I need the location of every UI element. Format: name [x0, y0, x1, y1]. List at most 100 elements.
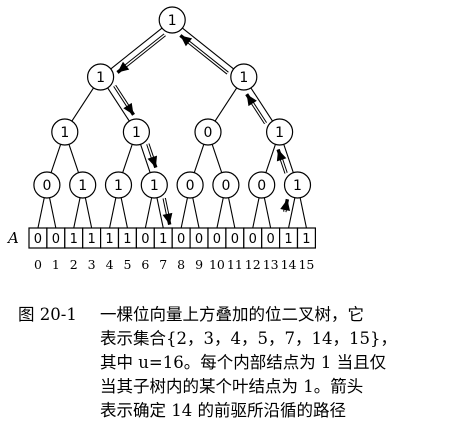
tree-edge: [211, 144, 223, 173]
tree-node-circle: [283, 171, 312, 199]
tree-node: 0: [248, 171, 276, 199]
path-arrow: [245, 93, 267, 125]
tree-node-bit: 0: [221, 178, 230, 194]
array-bit: 0: [213, 232, 221, 247]
caption-line: 当其子树内的某个叶结点为 1。箭头: [100, 377, 364, 396]
leaf-edge: [228, 197, 236, 229]
array-bit: 0: [195, 232, 203, 247]
tree-node-bit: 1: [96, 70, 105, 86]
path-arrow: [276, 148, 288, 174]
caption-line: 表示确定 14 的前驱所沿循的路径: [100, 401, 346, 420]
leaf-edge: [156, 197, 164, 229]
tree-node-bit: 0: [186, 178, 195, 194]
array-bit: 0: [52, 232, 60, 247]
array-bit: 1: [284, 232, 292, 247]
tree-node-circle: [158, 6, 186, 34]
tree-node-bit: 1: [132, 125, 141, 141]
array-bit: 0: [141, 232, 149, 247]
tree-node-bit: 1: [114, 178, 123, 194]
path-arrow: [146, 143, 158, 169]
leaf-edge: [263, 197, 272, 229]
array-index: 2: [70, 257, 78, 272]
tree-node-circle: [176, 171, 204, 199]
path-arrow: [179, 34, 229, 75]
tree-node-circle: [104, 171, 133, 199]
leaf-edge: [192, 197, 200, 229]
leaf-edge: [216, 197, 224, 229]
path-arrow-head: [147, 155, 158, 168]
caption-body: 一棵位向量上方叠加的位二叉树，它 表示集合{2，3，4，5，7，14，15}， …: [100, 303, 397, 423]
tree-node: 0: [212, 171, 240, 199]
array-index: 7: [159, 257, 167, 272]
path-arrow-head: [162, 212, 173, 225]
tree-node-bit: 1: [293, 178, 302, 194]
array-bit: 0: [231, 232, 239, 247]
tree-edge: [214, 87, 238, 122]
caption-label: 图 20-1: [18, 305, 77, 324]
tree-node-circle: [194, 118, 222, 146]
array-index: 0: [34, 257, 42, 272]
tree-edge: [122, 144, 133, 173]
path-arrow-head: [276, 149, 287, 162]
path-arrow: [280, 198, 291, 213]
array-index: 10: [209, 257, 225, 272]
caption-line: 其中 u=16。每个内部结点为 1 当且仅: [100, 353, 387, 372]
tree-node: 1: [51, 118, 79, 146]
tree-edge: [50, 144, 62, 173]
tree-node-circle: [266, 118, 294, 146]
array-index: 3: [88, 257, 96, 272]
array-index: 1: [52, 257, 60, 272]
leaf-edge: [120, 197, 128, 229]
tree-node: 1: [69, 171, 97, 199]
path-arrow-head: [117, 61, 130, 73]
tree-node-bit: 0: [204, 125, 213, 141]
array-index: 13: [263, 257, 279, 272]
tree-node-bit: 1: [78, 178, 87, 194]
tree-node-circle: [51, 118, 79, 146]
array-label: A: [6, 229, 19, 247]
array-bit: 0: [249, 232, 257, 247]
array-bit: 0: [267, 232, 275, 247]
path-arrow: [113, 84, 135, 116]
array-index: 11: [227, 257, 243, 272]
tree-node-circle: [122, 118, 150, 146]
tree-node: 1: [86, 63, 115, 91]
tree-node-circle: [212, 171, 240, 199]
caption-line: 表示集合{2，3，4，5，7，14，15}，: [100, 329, 397, 348]
tree-edge: [193, 144, 205, 173]
leaf-edge: [252, 197, 260, 229]
tree-edge: [140, 144, 151, 173]
array-index: 15: [298, 257, 314, 272]
tree-edge: [107, 87, 130, 122]
array-bit: 1: [105, 232, 113, 247]
array-index: 8: [177, 257, 185, 272]
leaf-edge: [37, 197, 45, 229]
tree-edge: [182, 27, 234, 70]
tree-edge: [250, 87, 273, 122]
tree-node-bit: 1: [60, 125, 69, 141]
tree-edge: [71, 87, 94, 122]
array-bit: 0: [177, 232, 185, 247]
tree-node: 1: [104, 171, 133, 199]
tree-node: 1: [230, 63, 258, 91]
leaf-edge: [288, 197, 296, 229]
tree-edges: [37, 27, 307, 229]
caption-line: 一棵位向量上方叠加的位二叉树，它: [100, 305, 364, 324]
leaf-edge: [180, 197, 188, 229]
leaf-edge: [84, 197, 93, 229]
tree-edge: [110, 27, 163, 70]
path-arrow-core: [119, 34, 166, 72]
array-index: 12: [245, 257, 261, 272]
array-index: 4: [106, 257, 114, 272]
tree-node: 1: [158, 6, 186, 34]
tree-node-circle: [33, 171, 61, 199]
tree-node-circle: [86, 63, 115, 91]
path-arrow-head: [246, 94, 257, 107]
tree-node-circle: [140, 171, 168, 199]
path-arrow: [116, 33, 166, 74]
tree-node: 1: [283, 171, 312, 199]
tree-node-circle: [230, 63, 258, 91]
